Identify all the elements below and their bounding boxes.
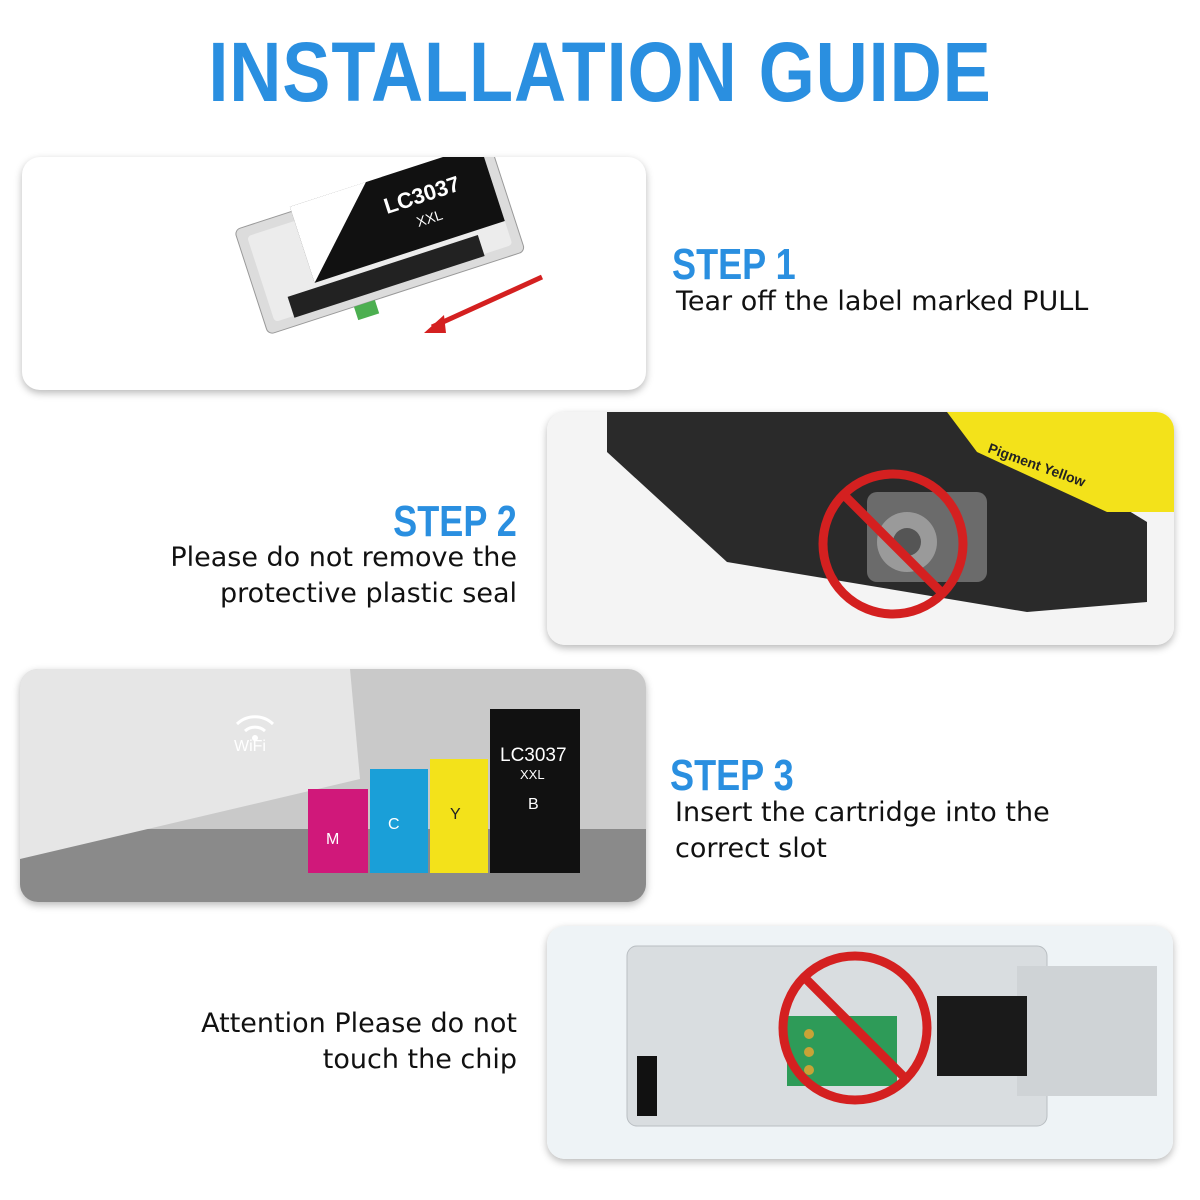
black-letter: B: [528, 796, 539, 813]
attention-text: Attention Please do not touch the chip: [97, 1006, 517, 1078]
attention-text-line: touch the chip: [322, 1044, 517, 1075]
step3-text: Insert the cartridge into the correct sl…: [675, 795, 1175, 867]
no-symbol-icon: [778, 951, 932, 1105]
protective-seal-illustration: Pigment Yellow: [547, 412, 1174, 645]
yellow-letter: Y: [450, 806, 461, 823]
step1-heading: STEP 1: [672, 240, 796, 289]
step3-cartridge-size: XXL: [520, 767, 545, 782]
wifi-icon: [235, 715, 275, 741]
step1-text: Tear off the label marked PULL: [676, 286, 1089, 317]
cyan-letter: C: [388, 816, 400, 833]
step3-text-line: correct slot: [675, 833, 827, 864]
step3-cartridge-model: LC3037: [500, 745, 567, 766]
step2-text-line: protective plastic seal: [220, 578, 517, 609]
chip-photo-card: [547, 926, 1173, 1159]
step2-text: Please do not remove the protective plas…: [97, 540, 517, 612]
step3-photo-card: WiFi LC3037 XXL M C Y B: [20, 669, 646, 902]
wifi-label: WiFi: [234, 738, 266, 755]
magenta-letter: M: [326, 831, 339, 848]
chip-warning-illustration: [547, 926, 1173, 1159]
cartridge-pull-label-illustration: LC3037 XXL: [235, 157, 544, 334]
step3-text-line: Insert the cartridge into the: [675, 797, 1050, 828]
cartridge-size-label: XXL: [414, 206, 444, 229]
step2-heading: STEP 2: [393, 497, 517, 546]
attention-text-line: Attention Please do not: [201, 1008, 517, 1039]
step3-heading: STEP 3: [670, 751, 794, 800]
printer-slots-illustration: WiFi LC3037 XXL M C Y B: [20, 669, 646, 902]
no-symbol-icon: [818, 469, 968, 619]
step2-text-line: Please do not remove the: [170, 542, 517, 573]
step2-photo-card: Pigment Yellow: [547, 412, 1174, 645]
page-title: INSTALLATION GUIDE: [208, 25, 992, 119]
step1-photo-card: LC3037 XXL: [22, 157, 646, 390]
